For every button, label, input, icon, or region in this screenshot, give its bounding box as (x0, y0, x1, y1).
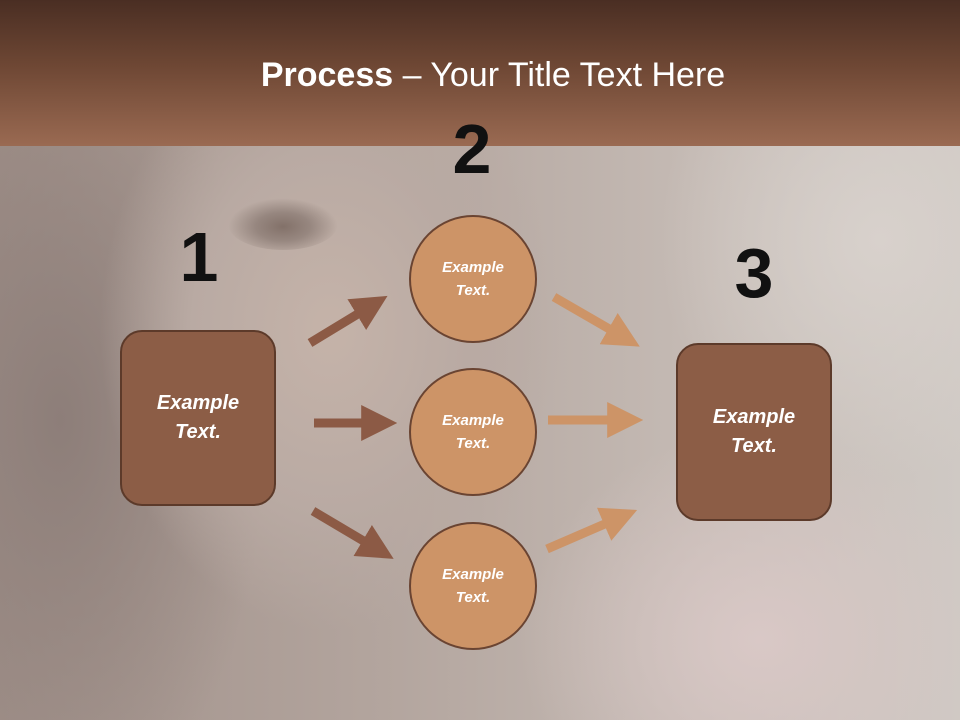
bottom-circle: Example Text. (409, 522, 537, 650)
step-1-number: 1 (179, 218, 219, 296)
middle-circle-text: Example Text. (442, 412, 504, 452)
middle-circle: Example Text. (409, 368, 537, 496)
top-circle-text: Example Text. (442, 259, 504, 299)
right-box-text: Example Text. (712, 406, 796, 457)
right-step-box: Example Text. (676, 343, 832, 521)
step-2-number: 2 (452, 110, 492, 188)
title-bold: Process (260, 56, 394, 94)
arrow-to-top-circle (307, 295, 388, 347)
arrow-from-top-circle (551, 293, 640, 347)
left-box-text: Example Text. (156, 392, 240, 443)
title-rest: – Your Title Text Here (393, 56, 726, 94)
arrow-from-bottom-circle (545, 507, 638, 554)
title-bar (0, 0, 960, 146)
top-circle: Example Text. (409, 215, 537, 343)
step-3-number: 3 (734, 234, 774, 312)
background-eye-detail (228, 198, 338, 250)
arrow-to-bottom-circle (310, 507, 394, 559)
left-step-box: Example Text. (120, 330, 276, 506)
slide-title: Process – Your Title Text Here (0, 54, 960, 96)
bottom-circle-text: Example Text. (442, 566, 504, 606)
